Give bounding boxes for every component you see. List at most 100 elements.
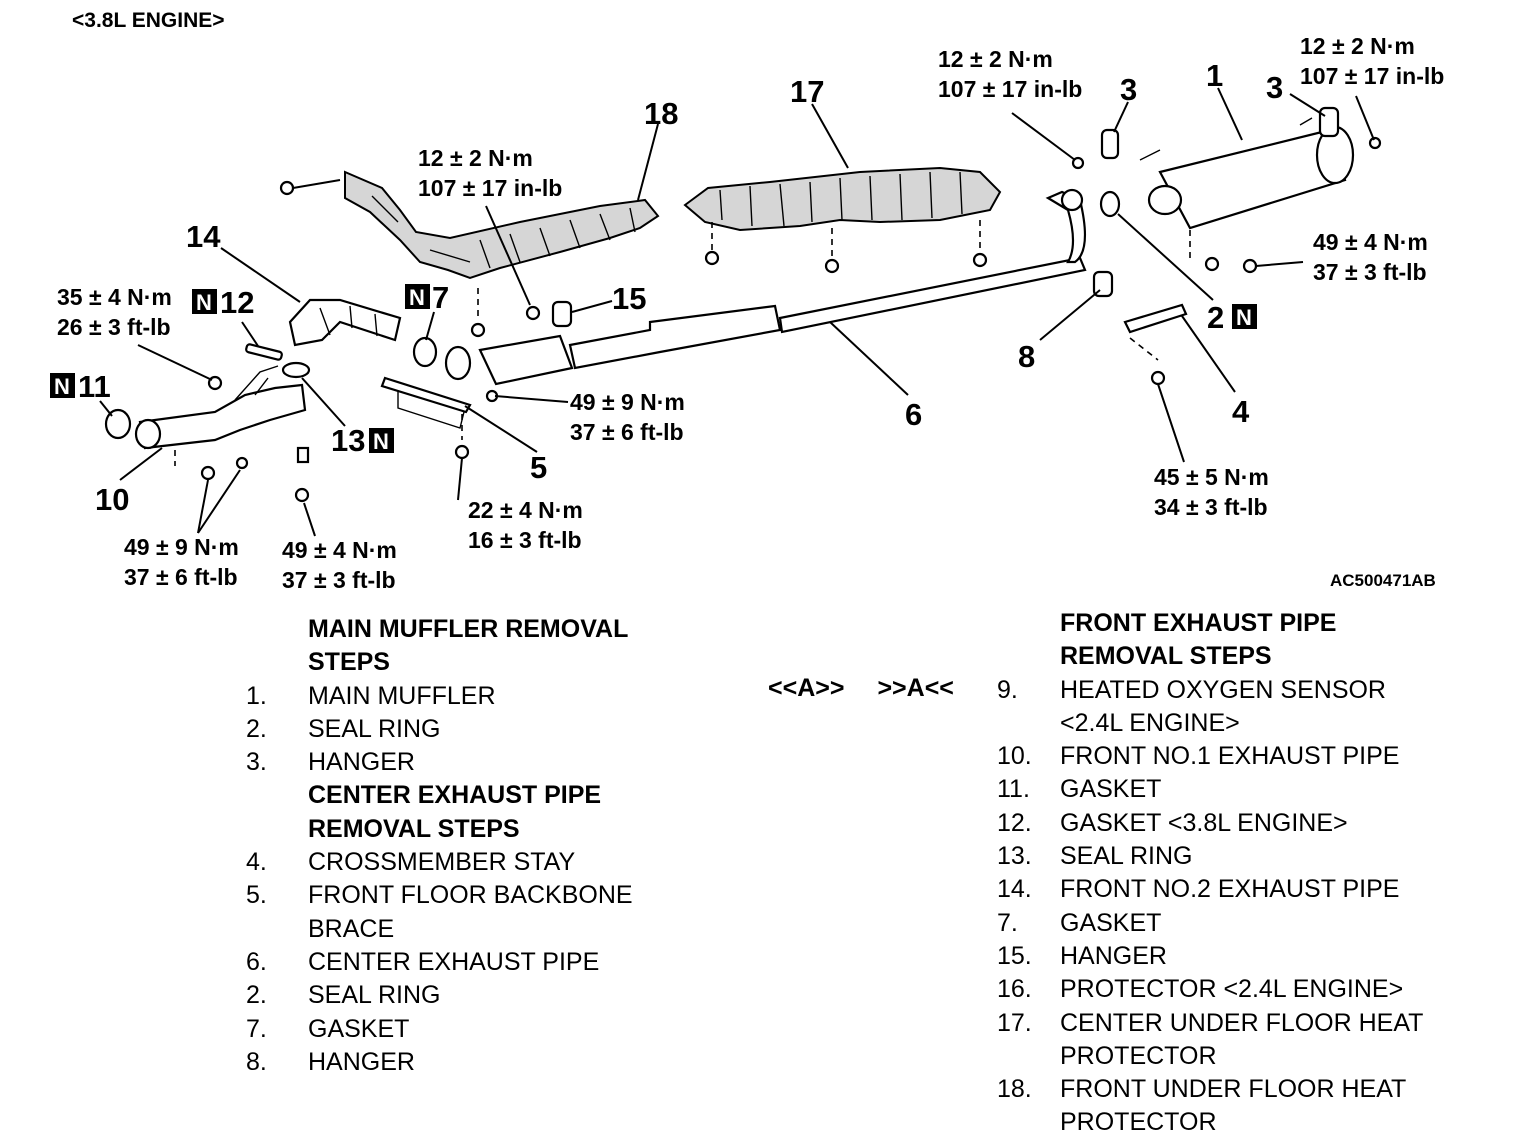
step-item: 6. CENTER EXHAUST PIPE xyxy=(246,946,726,979)
step-number: 14. xyxy=(997,875,1032,904)
step-number: 6. xyxy=(246,947,267,976)
step-number: 15. xyxy=(997,941,1032,970)
step-item: 1. MAIN MUFFLER xyxy=(246,680,726,713)
step-item: 2.SEAL RING xyxy=(246,979,726,1012)
torque-spec: 37 ± 3 ft-lb xyxy=(1313,259,1427,285)
step-item: 8.HANGER xyxy=(246,1046,726,1079)
svg-text:N: N xyxy=(196,290,212,315)
step-item: 7.GASKET xyxy=(246,1013,726,1046)
bolt-icon xyxy=(704,222,720,266)
bolt-icon xyxy=(174,450,216,481)
installation-service-point: >>A<< xyxy=(877,674,954,702)
gasket-icon xyxy=(412,336,438,368)
step-number: 12. xyxy=(997,808,1032,837)
step-text: FRONT EXHAUST PIPE xyxy=(1060,609,1337,637)
step-text: REMOVAL STEPS xyxy=(1060,642,1272,671)
step-item: 18. FRONT UNDER FLOOR HEAT xyxy=(997,1073,1497,1106)
callout-14: 14 xyxy=(186,219,221,254)
step-text: REMOVAL STEPS xyxy=(308,814,520,843)
torque-spec: 12 ± 2 N·m xyxy=(418,145,533,171)
torque-spec: 37 ± 6 ft-lb xyxy=(124,564,238,590)
engine-label: <3.8L ENGINE> xyxy=(72,9,225,32)
step-item: PROTECTOR xyxy=(997,1040,1497,1073)
step-text: PROTECTOR xyxy=(1060,1041,1217,1070)
step-text: GASKET xyxy=(1060,775,1162,804)
new-part-badge: N xyxy=(192,289,217,315)
torque-spec: 107 ± 17 in-lb xyxy=(938,76,1082,102)
step-item: 10.FRONT NO.1 EXHAUST PIPE xyxy=(997,740,1497,773)
step-number: 17. xyxy=(997,1008,1032,1037)
bolt-icon xyxy=(470,288,486,338)
step-text: FRONT NO.2 EXHAUST PIPE xyxy=(1060,875,1400,904)
torque-spec: 12 ± 2 N·m xyxy=(1300,33,1415,59)
step-item: 17. CENTER UNDER FLOOR HEAT xyxy=(997,1007,1497,1040)
bolt-icon xyxy=(1368,136,1382,150)
seal-ring-icon xyxy=(1099,190,1121,218)
step-number: 11. xyxy=(997,775,1030,804)
section-heading: FRONT EXHAUST PIPE xyxy=(997,607,1497,640)
section-heading: REMOVAL STEPS xyxy=(997,640,1497,673)
step-text: HANGER xyxy=(308,1047,415,1076)
torque-spec: 45 ± 5 N·m xyxy=(1154,464,1269,490)
step-text: SEAL RING xyxy=(308,981,441,1010)
step-item: 15. HANGER xyxy=(997,940,1497,973)
figure-id: AC500471AB xyxy=(1330,571,1436,590)
step-item: 3. HANGER xyxy=(246,746,726,779)
step-number: 18. xyxy=(997,1075,1032,1104)
callout-18: 18 xyxy=(644,96,678,131)
torque-spec: 49 ± 9 N·m xyxy=(570,389,685,415)
main-muffler xyxy=(1139,117,1355,230)
step-number: 3. xyxy=(246,748,267,777)
step-text: CROSSMEMBER STAY xyxy=(308,848,576,877)
step-text: CENTER EXHAUST PIPE xyxy=(308,781,602,810)
step-text: CENTER EXHAUST PIPE xyxy=(308,947,600,976)
torque-spec: 107 ± 17 in-lb xyxy=(418,175,562,201)
step-number: 13. xyxy=(997,842,1032,871)
section-heading: STEPS xyxy=(246,646,726,679)
step-item: <2.4L ENGINE> xyxy=(997,707,1497,740)
service-point-notes: <<A>>>>A<< xyxy=(768,674,954,703)
front-under-floor-heat-protector xyxy=(344,170,660,280)
step-text: BRACE xyxy=(308,914,395,943)
section-heading: REMOVAL STEPS xyxy=(246,813,726,846)
leader-lines xyxy=(99,87,1375,537)
callout-3: 3 xyxy=(1266,70,1283,105)
step-number: 5. xyxy=(246,881,267,910)
step-text: STEPS xyxy=(308,648,390,677)
step-text: CENTER UNDER FLOOR HEAT xyxy=(1060,1008,1424,1037)
step-text: HANGER xyxy=(308,748,415,777)
torque-spec: 49 ± 4 N·m xyxy=(282,537,397,563)
step-text: HANGER xyxy=(1060,941,1167,970)
gasket-icon xyxy=(245,343,283,361)
step-text: GASKET xyxy=(308,1014,410,1043)
front-no1-exhaust-pipe xyxy=(134,365,307,450)
bolt-icon xyxy=(824,228,840,274)
step-item: 2.SEAL RING xyxy=(246,713,726,746)
bolt-icon xyxy=(279,179,341,196)
torque-spec: 22 ± 4 N·m xyxy=(468,497,583,523)
step-text: MAIN MUFFLER xyxy=(308,681,496,710)
step-item: 16.PROTECTOR <2.4L ENGINE> xyxy=(997,973,1497,1006)
step-text: <2.4L ENGINE> xyxy=(1060,708,1240,737)
step-text: FRONT UNDER FLOOR HEAT xyxy=(1060,1075,1407,1104)
callout-15: 15 xyxy=(612,281,646,316)
step-text: PROTECTOR xyxy=(1060,1108,1217,1137)
bolt-icon xyxy=(525,305,541,321)
bolt-icon xyxy=(1189,230,1258,274)
step-number: 1. xyxy=(246,681,267,710)
step-text: MAIN MUFFLER REMOVAL xyxy=(308,615,629,643)
step-text: GASKET xyxy=(1060,908,1162,937)
front-floor-backbone-brace xyxy=(380,376,472,460)
step-number: 4. xyxy=(246,848,267,877)
bolt-icon xyxy=(972,220,988,268)
step-text: GASKET <3.8L ENGINE> xyxy=(1060,808,1348,837)
center-under-floor-heat-protector xyxy=(683,166,1002,232)
crossmember-stay xyxy=(1123,303,1188,386)
callout-6: 6 xyxy=(905,397,922,432)
torque-spec: 34 ± 3 ft-lb xyxy=(1154,494,1268,520)
hanger-icon xyxy=(551,300,573,328)
new-part-badge: N xyxy=(1232,304,1257,330)
svg-text:N: N xyxy=(54,374,70,399)
torque-spec: 35 ± 4 N·m xyxy=(57,284,172,310)
torque-spec: 49 ± 4 N·m xyxy=(1313,229,1428,255)
